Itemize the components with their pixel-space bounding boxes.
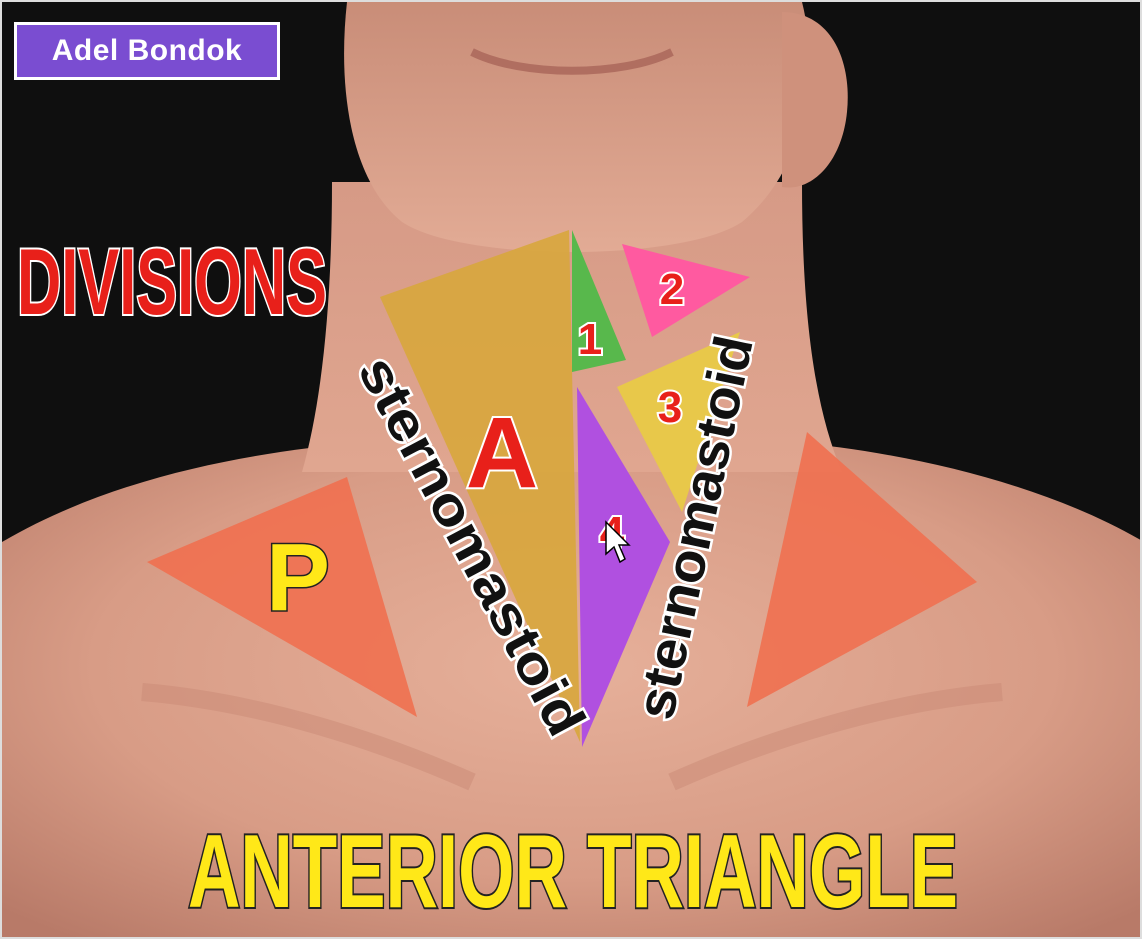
author-badge: Adel Bondok xyxy=(14,22,280,80)
divisions-label: DIVISIONS xyxy=(17,229,327,334)
posterior-label: P xyxy=(266,524,330,631)
title: ANTERIOR TRIANGLE xyxy=(188,814,958,930)
division-3-label: 3 xyxy=(658,383,682,432)
division-2-label: 2 xyxy=(660,265,684,314)
division-1-label: 1 xyxy=(578,315,602,364)
chin xyxy=(344,2,809,252)
